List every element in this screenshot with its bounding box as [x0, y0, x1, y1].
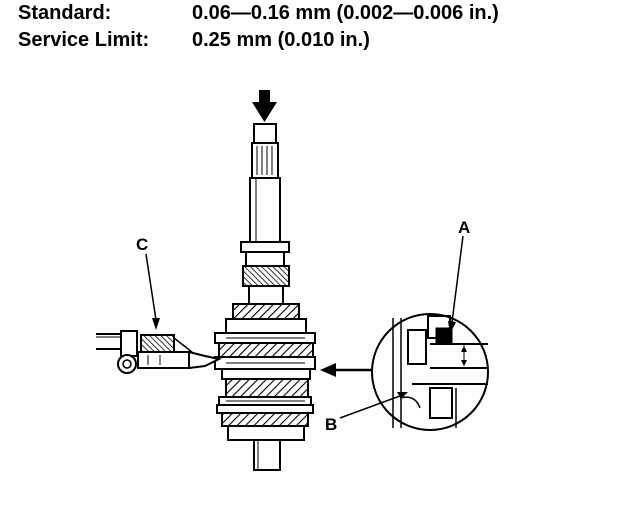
inset-pointer-arrow: [320, 363, 372, 377]
standard-label: Standard:: [18, 2, 112, 24]
service-limit-value: 0.25 mm (0.010 in.): [192, 29, 370, 51]
service-limit-label: Service Limit:: [18, 29, 150, 51]
callout-c-label: C: [136, 235, 148, 254]
service-limit-row: Service Limit: 0.25 mm (0.010 in.): [0, 27, 640, 54]
callout-leaders: [145, 235, 464, 419]
standard-value: 0.06—0.16 mm (0.002—0.006 in.): [192, 2, 499, 24]
standard-row: Standard: 0.06—0.16 mm (0.002—0.006 in.): [0, 0, 640, 27]
callout-b-label: B: [325, 415, 337, 434]
dial-indicator: [96, 330, 222, 374]
down-arrow-icon: [252, 90, 277, 122]
specification-block: Standard: 0.06—0.16 mm (0.002—0.006 in.)…: [0, 0, 640, 54]
callout-a-label: A: [458, 218, 470, 237]
gear-stack: [214, 303, 316, 441]
detail-inset: [371, 313, 489, 431]
